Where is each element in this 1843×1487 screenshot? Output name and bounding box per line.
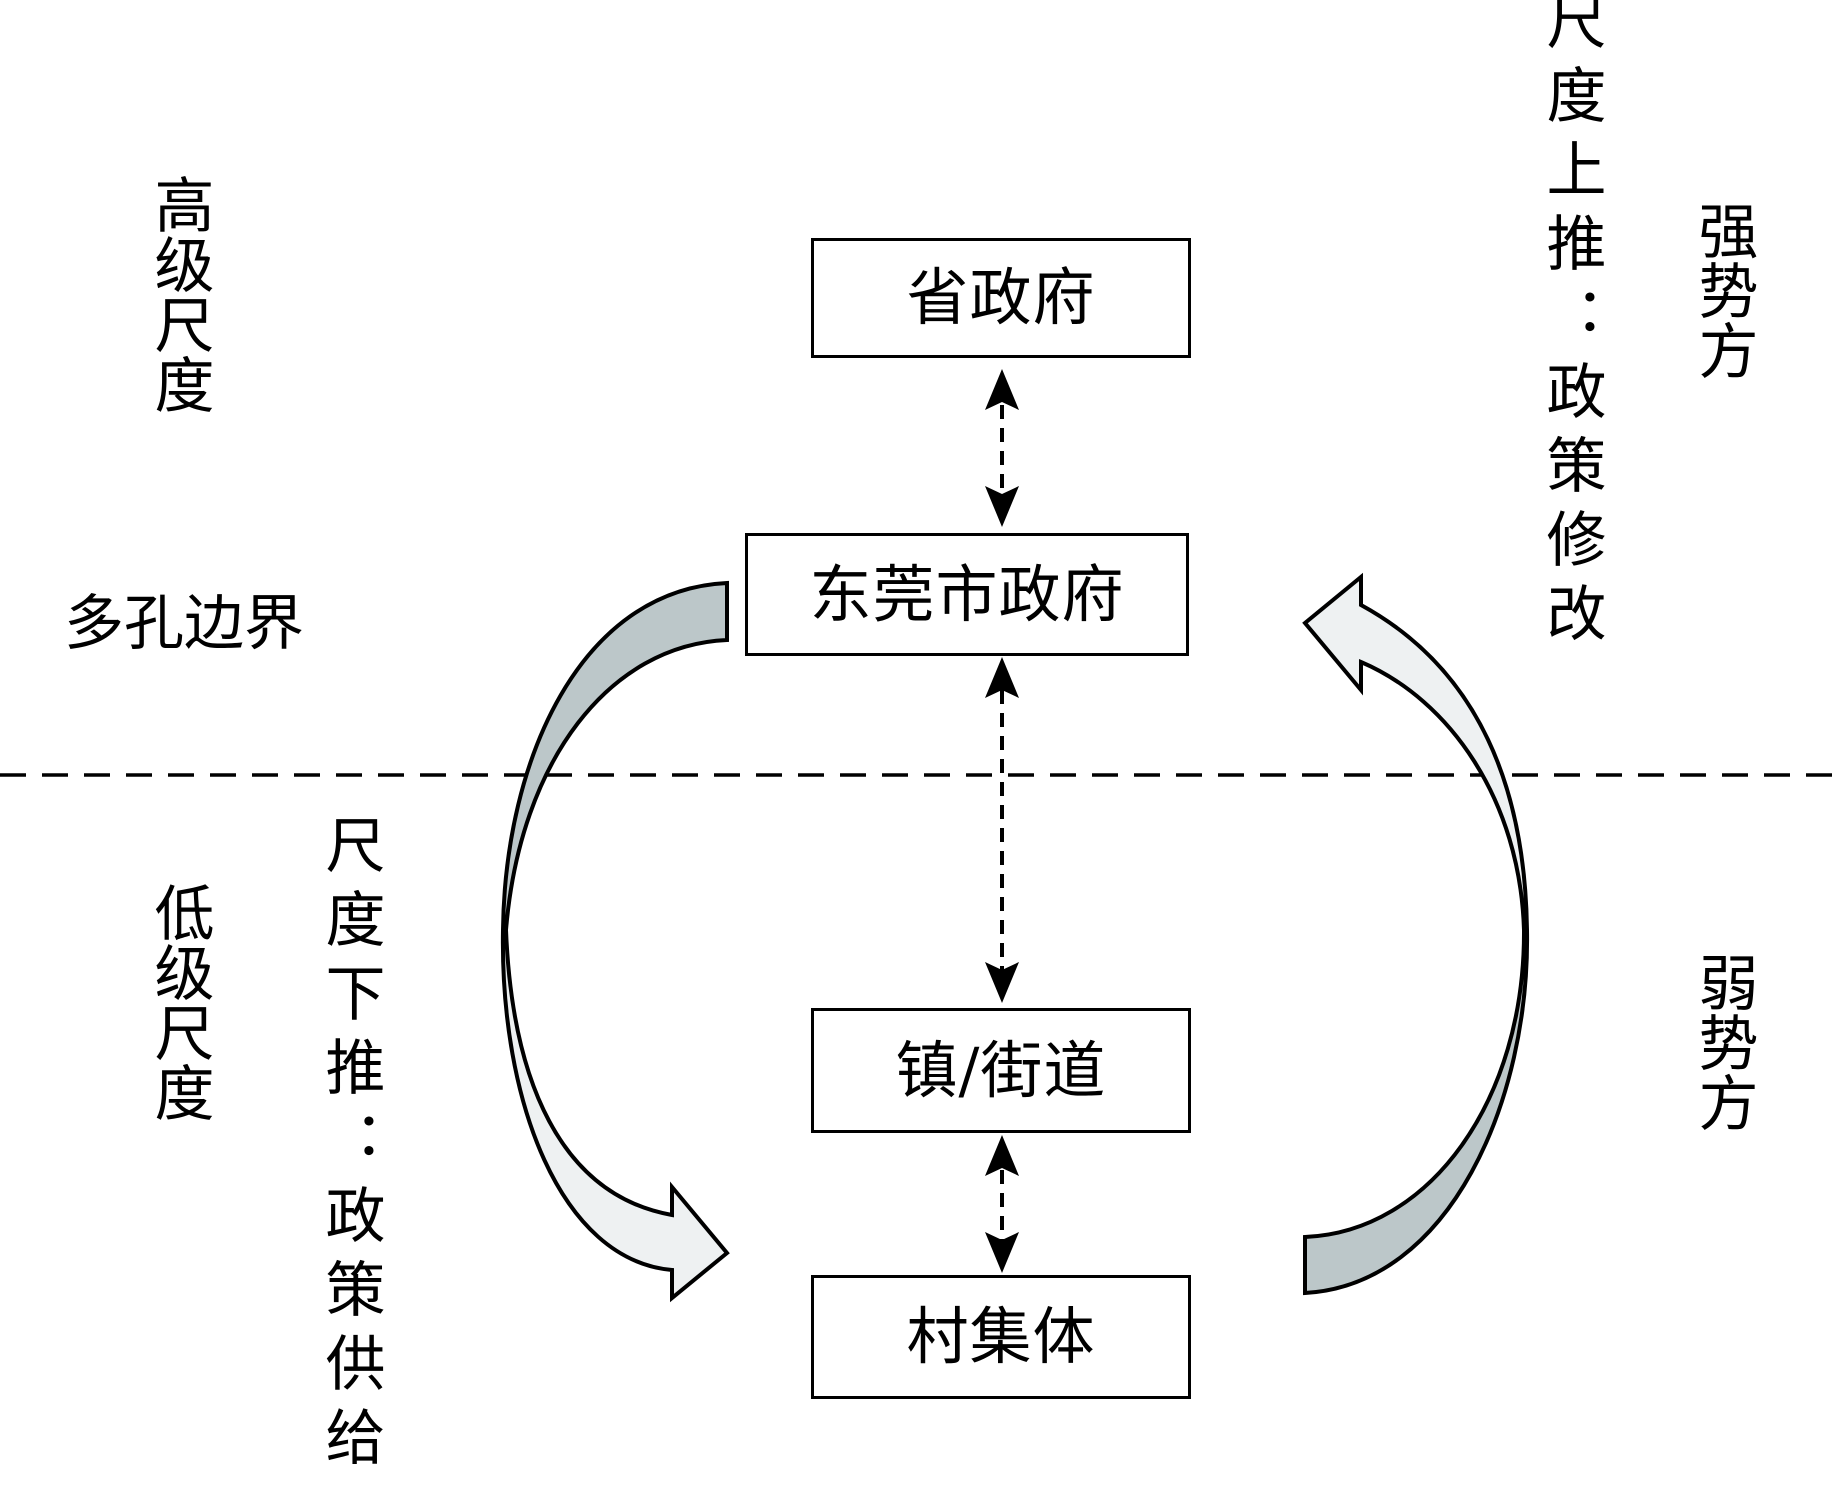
arrowhead-up-icon [985,657,1019,698]
arrowhead-down-icon [985,1232,1019,1273]
node-label: 村集体 [906,1300,1096,1373]
scale-up-curved-arrow [1302,572,1530,1296]
edge-city-town [985,657,1019,1003]
arrowhead-up-icon [985,369,1019,410]
node-province-government: 省政府 [811,238,1191,358]
node-label: 镇/街道 [895,1033,1107,1107]
edge-province-city [985,369,1019,527]
node-label: 东莞市政府 [809,557,1125,631]
weak-side-label: 弱势方 [1688,952,1758,1132]
low-scale-label: 低级尺度 [144,882,214,1122]
porous-boundary-label: 多孔边界 [64,589,304,659]
node-label: 省政府 [906,261,1096,334]
arrowhead-down-icon [985,962,1019,1003]
strong-side-label: 强势方 [1688,200,1758,380]
scale-down-curved-arrow [500,580,730,1303]
node-village-collective: 村集体 [811,1275,1191,1399]
node-town-street: 镇/街道 [811,1008,1191,1133]
high-scale-label: 高级尺度 [144,174,214,414]
arrowhead-up-icon [985,1135,1019,1176]
arrowhead-down-icon [985,486,1019,527]
node-dongguan-city-government: 东莞市政府 [745,533,1189,656]
edge-town-village [985,1135,1019,1273]
scale-up-label: 尺度上推：政策修改 [1536,0,1606,656]
scale-down-label: 尺度下推：政策供给 [315,814,385,1480]
